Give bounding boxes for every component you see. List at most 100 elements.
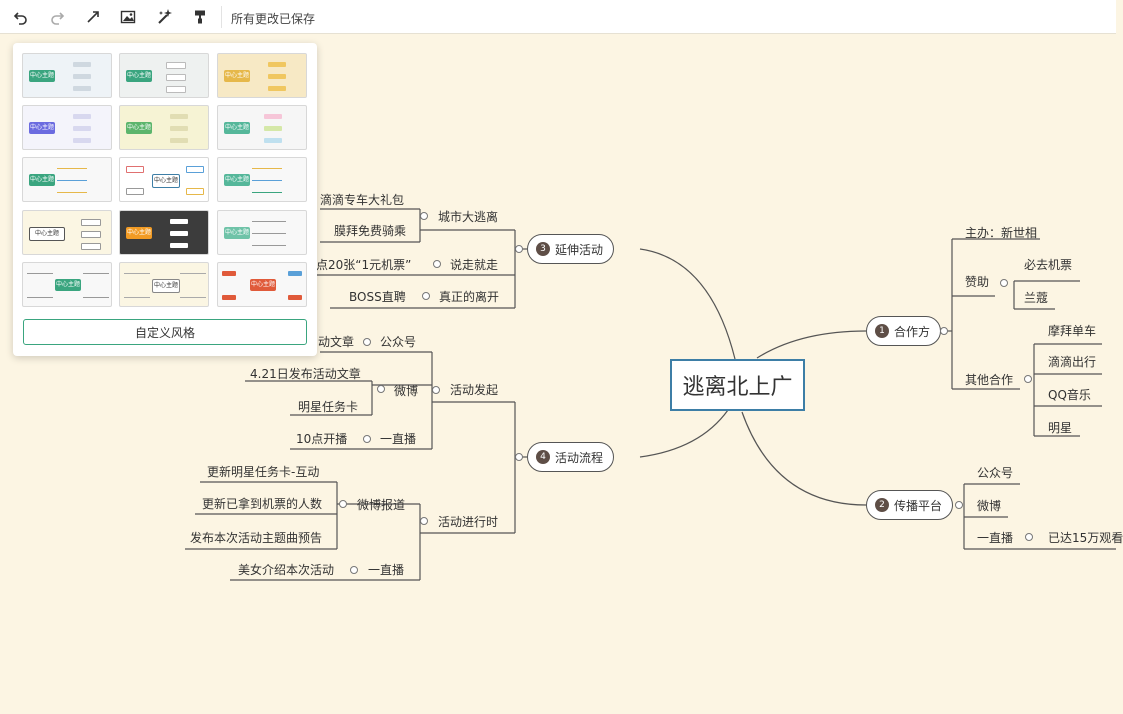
topic-partners[interactable]: 1 合作方 <box>866 316 942 346</box>
node-flow-item[interactable]: 活动发起 <box>450 383 499 397</box>
collapse-toggle[interactable] <box>420 517 428 525</box>
collapse-toggle[interactable] <box>363 435 371 443</box>
node-flow-sub[interactable]: 一直播 <box>380 432 417 446</box>
style-thumbnail[interactable]: 中心主题 <box>217 53 307 98</box>
collapse-toggle[interactable] <box>1025 533 1033 541</box>
style-thumbnail[interactable]: 中心主题 <box>217 262 307 307</box>
node-ext-sub[interactable]: 滴滴专车大礼包 <box>320 193 405 207</box>
node-flow-leaf[interactable]: 美女介绍本次活动 <box>238 563 335 577</box>
node-other-item[interactable]: 明星 <box>1048 421 1073 435</box>
node-flow-leaf[interactable]: 发布本次活动主题曲预告 <box>190 531 323 545</box>
style-thumbnail[interactable]: 中心主题 <box>22 262 112 307</box>
node-platform-note[interactable]: 已达15万观看 <box>1048 531 1123 545</box>
magic-wand-icon[interactable] <box>152 4 178 30</box>
thumb-node <box>166 74 186 81</box>
style-thumbnail[interactable]: 中心主题 <box>119 157 209 202</box>
node-host[interactable]: 主办：新世相 <box>965 226 1038 240</box>
node-sponsor-item[interactable]: 必去机票 <box>1024 258 1073 272</box>
collapse-toggle[interactable] <box>1024 375 1032 383</box>
node-sponsor-item[interactable]: 兰蔻 <box>1024 291 1049 305</box>
style-thumbnail[interactable]: 中心主题 <box>217 157 307 202</box>
thumb-node <box>170 114 188 119</box>
collapse-toggle[interactable] <box>940 327 948 335</box>
thumb-center: 中心主题 <box>224 70 250 82</box>
thumb-center: 中心主题 <box>152 174 180 188</box>
style-thumbnail[interactable]: 中心主题 <box>217 210 307 255</box>
collapse-toggle[interactable] <box>350 566 358 574</box>
topic-label: 活动流程 <box>555 450 604 465</box>
topic-platforms[interactable]: 2 传播平台 <box>866 490 954 520</box>
topic-extended-activities[interactable]: 3 延伸活动 <box>527 234 615 264</box>
style-thumbnail[interactable]: 中心主题 <box>22 105 112 150</box>
save-status: 所有更改已保存 <box>231 12 316 26</box>
node-other-item[interactable]: 滴滴出行 <box>1048 355 1097 369</box>
node-ext-item[interactable]: 城市大逃离 <box>438 210 499 224</box>
thumb-branch <box>57 180 87 181</box>
collapse-toggle[interactable] <box>515 245 523 253</box>
node-flow-sub[interactable]: 微博报道 <box>357 498 406 512</box>
collapse-toggle[interactable] <box>1000 279 1008 287</box>
topic-activity-flow[interactable]: 4 活动流程 <box>527 442 615 472</box>
mindmap-canvas[interactable]: 逃离北上广 1 合作方 2 传播平台 3 延伸活动 4 活动流程 主办：新世相 … <box>0 34 1123 714</box>
collapse-toggle[interactable] <box>363 338 371 346</box>
node-flow-sub[interactable]: 公众号 <box>380 335 417 349</box>
style-thumbnail[interactable]: 中心主题 <box>217 105 307 150</box>
style-thumbnail[interactable]: 中心主题 <box>22 210 112 255</box>
style-thumbnail[interactable]: 中心主题 <box>119 210 209 255</box>
node-other-partners[interactable]: 其他合作 <box>965 373 1014 387</box>
node-flow-leaf[interactable]: 更新明星任务卡-互动 <box>207 465 320 479</box>
toolbar: 所有更改已保存 <box>0 0 1116 34</box>
node-platform[interactable]: 微博 <box>977 499 1002 513</box>
style-thumbnail[interactable]: 中心主题 <box>119 262 209 307</box>
thumb-branch <box>252 180 282 181</box>
node-flow-leaf[interactable]: 4.21日发布活动文章 <box>250 367 361 381</box>
node-flow-sub[interactable]: 一直播 <box>368 563 405 577</box>
style-thumbnail[interactable]: 中心主题 <box>22 53 112 98</box>
collapse-toggle[interactable] <box>432 386 440 394</box>
collapse-toggle[interactable] <box>515 453 523 461</box>
node-platform[interactable]: 公众号 <box>977 466 1014 480</box>
custom-style-button[interactable]: 自定义风格 <box>23 319 307 345</box>
format-painter-icon[interactable] <box>187 4 213 30</box>
thumb-node <box>126 188 144 195</box>
image-icon[interactable] <box>115 4 141 30</box>
node-ext-sub[interactable]: BOSS直聘 <box>349 290 406 304</box>
node-flow-leaf[interactable]: 动文章 <box>318 335 355 349</box>
collapse-toggle[interactable] <box>420 212 428 220</box>
node-other-item[interactable]: QQ音乐 <box>1048 388 1091 402</box>
thumb-node <box>170 219 188 224</box>
undo-icon[interactable] <box>8 4 34 30</box>
node-ext-sub[interactable]: 膜拜免费骑乘 <box>334 224 407 238</box>
collapse-toggle[interactable] <box>339 500 347 508</box>
node-ext-sub[interactable]: 点20张“1元机票” <box>316 258 412 272</box>
style-thumbnail[interactable]: 中心主题 <box>119 105 209 150</box>
collapse-toggle[interactable] <box>422 292 430 300</box>
node-flow-leaf[interactable]: 10点开播 <box>296 432 348 446</box>
node-sponsor[interactable]: 赞助 <box>965 275 990 289</box>
node-ext-item[interactable]: 说走就走 <box>450 258 499 272</box>
node-flow-sub[interactable]: 微博 <box>394 384 419 398</box>
thumb-center: 中心主题 <box>152 279 180 293</box>
topic-label: 延伸活动 <box>555 242 604 257</box>
arrow-connector-icon[interactable] <box>80 4 106 30</box>
redo-icon[interactable] <box>44 4 70 30</box>
collapse-toggle[interactable] <box>377 385 385 393</box>
node-ext-item[interactable]: 真正的离开 <box>439 290 500 304</box>
style-thumbnail[interactable]: 中心主题 <box>119 53 209 98</box>
style-thumbnail[interactable]: 中心主题 <box>22 157 112 202</box>
central-topic[interactable]: 逃离北上广 <box>670 359 805 411</box>
thumb-node <box>268 62 286 67</box>
collapse-toggle[interactable] <box>955 501 963 509</box>
thumb-node <box>81 243 101 250</box>
thumb-center: 中心主题 <box>224 174 250 186</box>
topic-number: 2 <box>875 498 889 512</box>
thumb-node <box>170 126 188 131</box>
collapse-toggle[interactable] <box>433 260 441 268</box>
node-platform[interactable]: 一直播 <box>977 531 1014 545</box>
thumb-branch <box>180 297 206 298</box>
node-flow-leaf[interactable]: 明星任务卡 <box>298 400 359 414</box>
thumb-node <box>222 295 236 300</box>
node-other-item[interactable]: 摩拜单车 <box>1048 324 1097 338</box>
node-flow-leaf[interactable]: 更新已拿到机票的人数 <box>202 497 323 511</box>
node-flow-item[interactable]: 活动进行时 <box>438 515 499 529</box>
